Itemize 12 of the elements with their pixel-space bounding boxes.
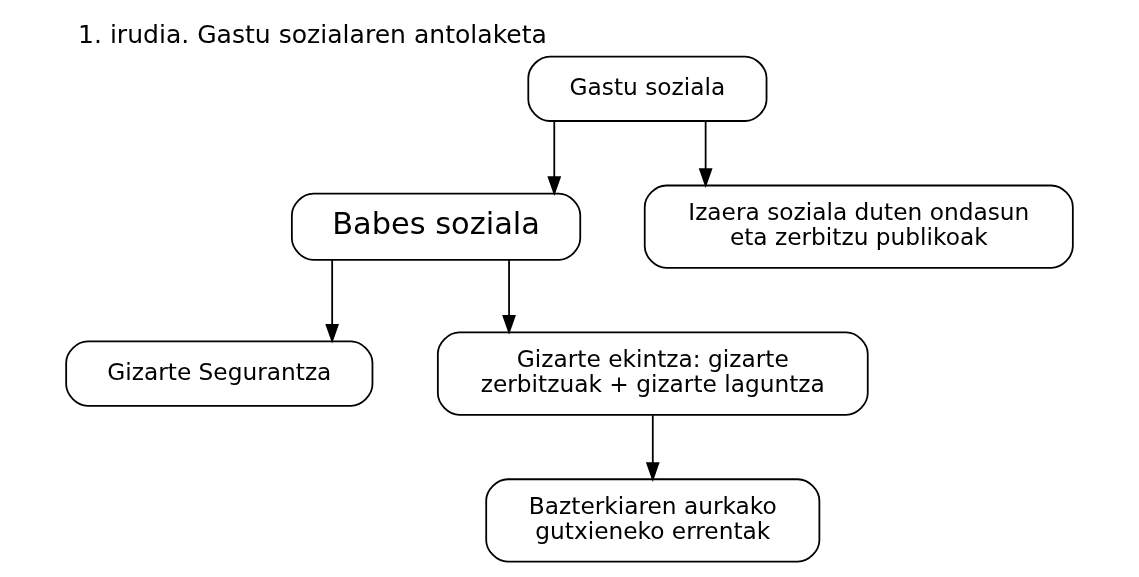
node-box: Gizarte Segurantza: [65, 340, 374, 407]
arrow: [645, 414, 660, 482]
arrow: [547, 120, 562, 196]
node-box: Gizarte ekintza: gizarte zerbitzuak + gizarte laguntza: [436, 331, 869, 416]
diagram-title: 1. irudia. Gastu sozialaren antolaketa: [78, 19, 547, 49]
node-box: Babes soziala: [290, 192, 582, 261]
arrow: [502, 259, 516, 335]
node-box: Izaera soziala duten ondasun eta zerbitzu publikoak: [643, 184, 1074, 269]
node-box: Gastu soziala: [527, 55, 768, 122]
node-box: Bazterkiaren aurkako gutxieneko errentak: [485, 478, 821, 563]
arrow: [698, 120, 713, 189]
arrow: [325, 259, 340, 344]
